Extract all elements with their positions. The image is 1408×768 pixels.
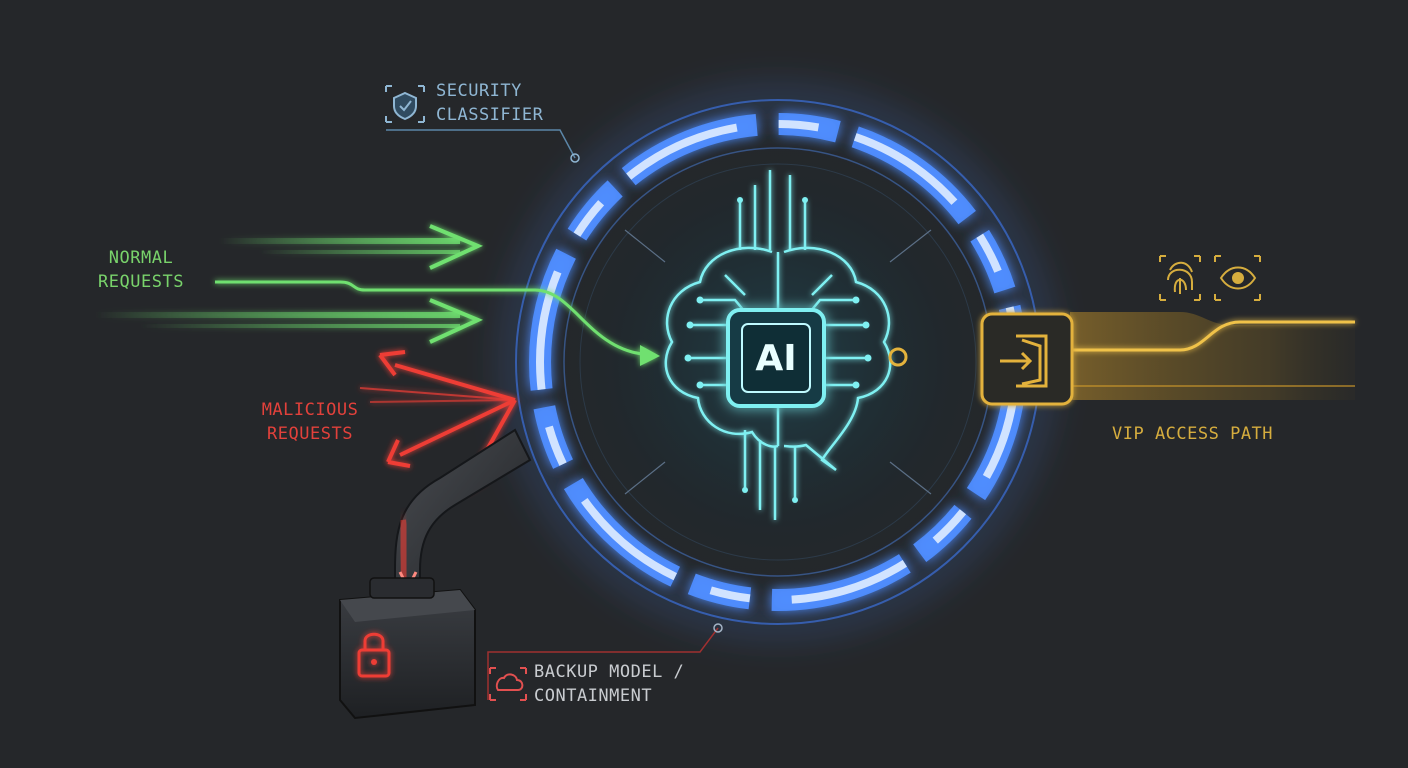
vip-access-path-label: VIP ACCESS PATH [1112, 422, 1273, 446]
normal-requests-arrows [95, 224, 660, 366]
vip-access-path-label-text: VIP ACCESS PATH [1112, 424, 1274, 444]
malicious-requests-label-line2: REQUESTS [267, 424, 353, 444]
normal-requests-label: NORMAL REQUESTS [86, 246, 196, 294]
security-classifier-label-line2: CLASSIFIER [436, 105, 544, 125]
padlock-icon [357, 632, 391, 678]
lock-box [339, 577, 476, 720]
malicious-requests-label: MALICIOUS REQUESTS [254, 398, 366, 446]
backup-containment-label-line1: BACKUP MODEL / [534, 662, 685, 682]
backup-containment-label-line2: CONTAINMENT [534, 686, 653, 706]
malicious-requests-label-line1: MALICIOUS [261, 400, 359, 420]
normal-requests-label-line2: REQUESTS [98, 272, 184, 292]
eye-icon [1214, 255, 1261, 301]
security-classifier-label: SECURITY CLASSIFIER [436, 79, 543, 127]
fingerprint-icon [1159, 255, 1201, 301]
backup-containment-callout [487, 623, 723, 701]
cloud-icon [489, 667, 527, 701]
ai-chip: AI [726, 308, 826, 408]
door-enter-icon [1000, 334, 1048, 388]
ai-chip-label: AI [755, 338, 796, 379]
security-classifier-label-line1: SECURITY [436, 81, 522, 101]
vip-door-gate [980, 312, 1074, 406]
shield-check-icon [385, 85, 425, 123]
security-classifier-callout [385, 85, 580, 163]
backup-containment-label: BACKUP MODEL / CONTAINMENT [534, 660, 684, 708]
normal-requests-label-line1: NORMAL [108, 248, 174, 268]
containment-pipe [394, 428, 532, 601]
circuit-nodes [684, 197, 872, 503]
vip-access-path [888, 312, 1355, 400]
